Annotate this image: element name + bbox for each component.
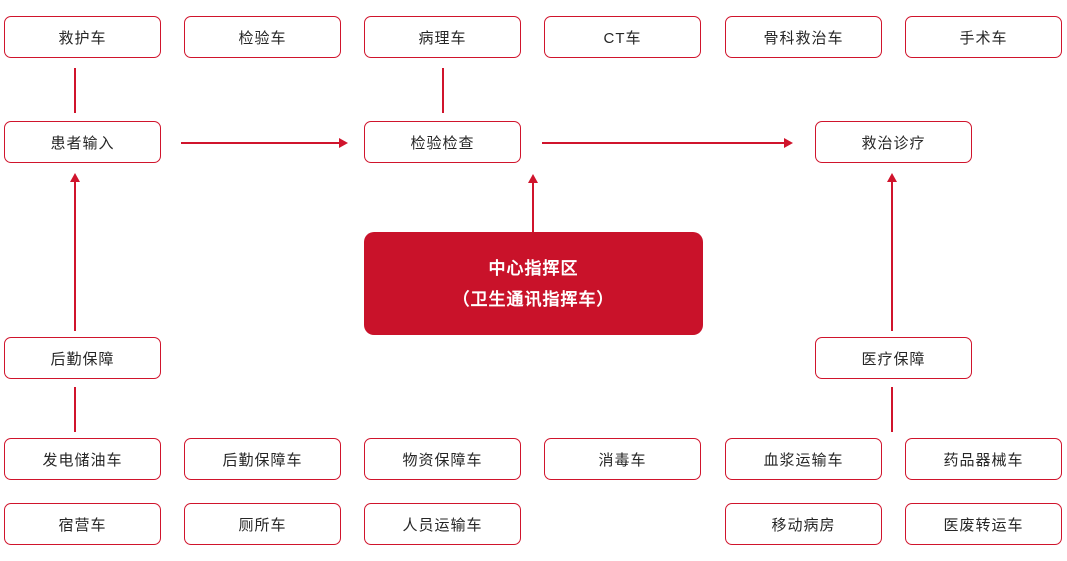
- node-patient-input: 患者输入: [4, 121, 161, 163]
- node-plasma-vehicle: 血浆运输车: [725, 438, 882, 480]
- central-command-line1: 中心指挥区: [488, 258, 579, 278]
- node-disinfection-vehicle: 消毒车: [544, 438, 701, 480]
- node-logistics-support: 后勤保障: [4, 337, 161, 379]
- node-inspection-vehicle: 检验车: [184, 16, 341, 58]
- arrowhead-up-icon: [887, 173, 897, 182]
- node-central-command: 中心指挥区 （卫生通讯指挥车）: [364, 232, 703, 335]
- node-supplies-vehicle: 物资保障车: [364, 438, 521, 480]
- node-ambulance: 救护车: [4, 16, 161, 58]
- arrowhead-right-icon: [339, 138, 348, 148]
- node-medical-support: 医疗保障: [815, 337, 972, 379]
- node-logistics-vehicle: 后勤保障车: [184, 438, 341, 480]
- connector-ambulance-to-patient-input: [74, 68, 76, 113]
- node-surgery-vehicle: 手术车: [905, 16, 1062, 58]
- connector-medical-support-to-treatment: [891, 181, 893, 331]
- node-mobile-ward: 移动病房: [725, 503, 882, 545]
- arrowhead-up-icon: [528, 174, 538, 183]
- node-power-oil-vehicle: 发电储油车: [4, 438, 161, 480]
- connector-logistics-to-patient-input: [74, 181, 76, 331]
- connector-patient-input-to-exam-check: [181, 142, 340, 144]
- node-camp-vehicle: 宿营车: [4, 503, 161, 545]
- connector-exam-check-to-treatment: [542, 142, 785, 144]
- node-toilet-vehicle: 厕所车: [184, 503, 341, 545]
- node-pathology-vehicle: 病理车: [364, 16, 521, 58]
- node-ct-vehicle: CT车: [544, 16, 701, 58]
- node-personnel-vehicle: 人员运输车: [364, 503, 521, 545]
- connector-pathology-to-exam-check: [442, 68, 444, 113]
- arrowhead-up-icon: [70, 173, 80, 182]
- node-orthopedic-vehicle: 骨科救治车: [725, 16, 882, 58]
- node-exam-check: 检验检查: [364, 121, 521, 163]
- node-medical-waste-vehicle: 医废转运车: [905, 503, 1062, 545]
- node-treatment: 救治诊疗: [815, 121, 972, 163]
- connector-medical-support-to-vehicles: [891, 387, 893, 432]
- connector-central-command-up: [532, 182, 534, 232]
- connector-logistics-to-vehicles: [74, 387, 76, 432]
- node-medicine-equipment-vehicle: 药品器械车: [905, 438, 1062, 480]
- arrowhead-right-icon: [784, 138, 793, 148]
- central-command-line2: （卫生通讯指挥车）: [452, 289, 615, 309]
